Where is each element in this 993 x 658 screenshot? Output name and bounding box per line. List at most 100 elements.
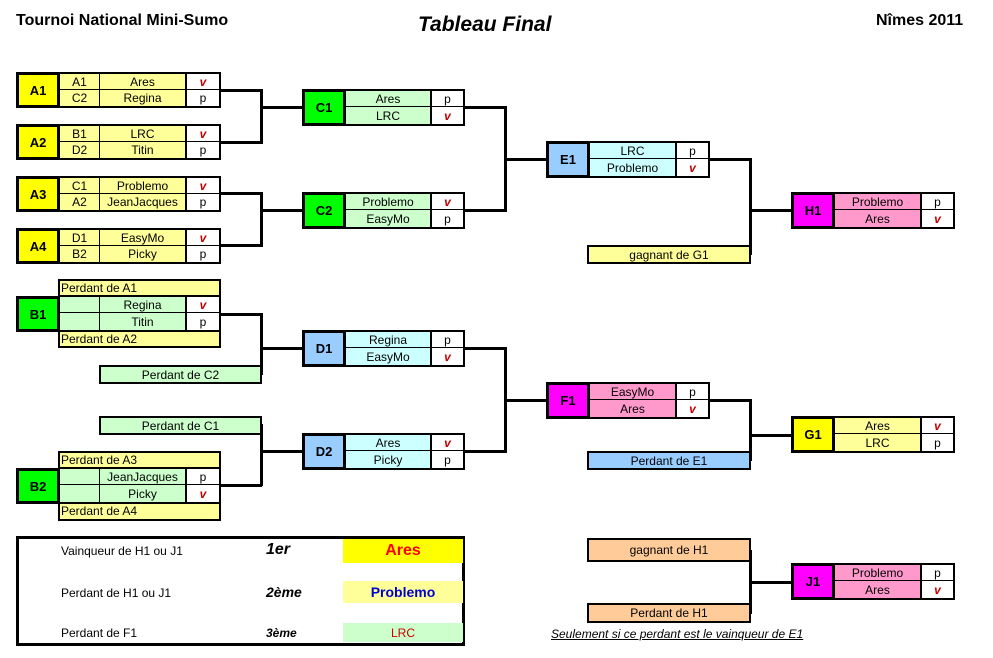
feeder-label: Perdant de A4 — [61, 504, 138, 518]
connector — [504, 158, 548, 161]
ranking-winner: Problemo — [343, 581, 463, 603]
competitor: Picky — [100, 485, 185, 502]
competitor: Ares — [590, 400, 675, 417]
connector — [260, 424, 263, 486]
competitor: Ares — [100, 74, 185, 90]
ranking-place: 3ème — [266, 626, 297, 640]
seed: D1 — [60, 230, 100, 246]
connector — [749, 399, 752, 461]
feeder-label: Perdant de A3 — [61, 453, 138, 467]
connector — [504, 399, 548, 402]
match-a4 — [58, 228, 221, 264]
connector — [260, 106, 304, 109]
match-e1 — [588, 141, 710, 178]
match-a1 — [58, 72, 221, 108]
seed: C2 — [60, 90, 100, 106]
match-label-a1: A1 — [16, 72, 60, 108]
competitor: Regina — [346, 332, 430, 348]
connector — [464, 209, 506, 212]
competitor: Regina — [100, 297, 185, 313]
seed: B1 — [60, 126, 100, 142]
ranking-desc: Vainqueur de H1 ou J1 — [61, 544, 183, 558]
feeder-loser-c1: Perdant de C1 — [99, 416, 262, 435]
match-j1 — [833, 563, 955, 600]
match-g1 — [833, 416, 955, 453]
seed: A1 — [60, 74, 100, 90]
connector — [260, 313, 263, 375]
match-label-c1: C1 — [302, 89, 346, 126]
result: p — [920, 194, 953, 210]
match-c2 — [344, 192, 465, 229]
match-label-b1: B1 — [16, 296, 60, 332]
condition-note: Seulement si ce perdant est le vainqueur… — [551, 627, 804, 641]
seed-empty — [60, 469, 100, 485]
match-label-e1: E1 — [546, 141, 590, 178]
connector — [260, 209, 304, 212]
feeder-b2-bottom — [58, 502, 221, 521]
result: v — [185, 485, 219, 502]
match-label-b2: B2 — [16, 468, 60, 504]
result: p — [430, 210, 463, 227]
connector — [749, 158, 752, 255]
competitor: Ares — [835, 581, 920, 598]
result: v — [185, 230, 219, 246]
connector — [464, 106, 506, 109]
competitor: Problemo — [590, 159, 675, 176]
connector — [260, 89, 263, 144]
match-label-c2: C2 — [302, 192, 346, 229]
result: p — [185, 90, 219, 106]
result: p — [430, 91, 463, 107]
connector — [749, 581, 791, 584]
match-a3 — [58, 176, 221, 212]
seed: D2 — [60, 142, 100, 158]
ranking-place: 1er — [266, 541, 291, 558]
feeder-winner-h1: gagnant de H1 — [587, 538, 751, 562]
connector — [709, 158, 751, 161]
result: p — [185, 469, 219, 485]
result: v — [185, 297, 219, 313]
competitor: Picky — [100, 246, 185, 262]
result: v — [675, 159, 708, 176]
result: p — [185, 313, 219, 330]
competitor: Problemo — [346, 194, 430, 210]
match-label-j1: J1 — [791, 563, 835, 600]
result: p — [920, 434, 953, 451]
feeder-loser-h1: Perdant de H1 — [587, 603, 751, 623]
match-label-f1: F1 — [546, 382, 590, 419]
connector — [220, 244, 262, 247]
match-label-a2: A2 — [16, 124, 60, 160]
result: v — [920, 418, 953, 434]
connector — [464, 347, 506, 350]
competitor: EasyMo — [346, 210, 430, 227]
ranking-winner: Ares — [343, 539, 463, 563]
feeder-loser-e1: Perdant de E1 — [587, 451, 751, 470]
competitor: EasyMo — [346, 348, 430, 365]
competitor: Regina — [100, 90, 185, 106]
result: v — [185, 74, 219, 90]
connector — [220, 192, 262, 195]
connector — [749, 434, 791, 437]
connector — [749, 209, 791, 212]
result: p — [675, 143, 708, 159]
connector — [220, 484, 262, 487]
match-label-g1: G1 — [791, 416, 835, 453]
ranking-desc: Perdant de F1 — [61, 626, 138, 640]
connector — [260, 192, 263, 247]
match-label-a4: A4 — [16, 228, 60, 264]
ranking-place: 2ème — [266, 584, 302, 600]
result: p — [185, 194, 219, 210]
competitor: LRC — [835, 434, 920, 451]
connector — [709, 399, 751, 402]
competitor: EasyMo — [100, 230, 185, 246]
seed: B2 — [60, 246, 100, 262]
result: p — [675, 384, 708, 400]
match-label-d1: D1 — [302, 330, 346, 367]
competitor: Ares — [346, 91, 430, 107]
result: p — [430, 451, 463, 468]
competitor: Ares — [835, 210, 920, 227]
match-d1 — [344, 330, 465, 367]
result: v — [430, 348, 463, 365]
connector — [260, 347, 304, 350]
location-year: Nîmes 2011 — [876, 12, 964, 29]
competitor: LRC — [100, 126, 185, 142]
